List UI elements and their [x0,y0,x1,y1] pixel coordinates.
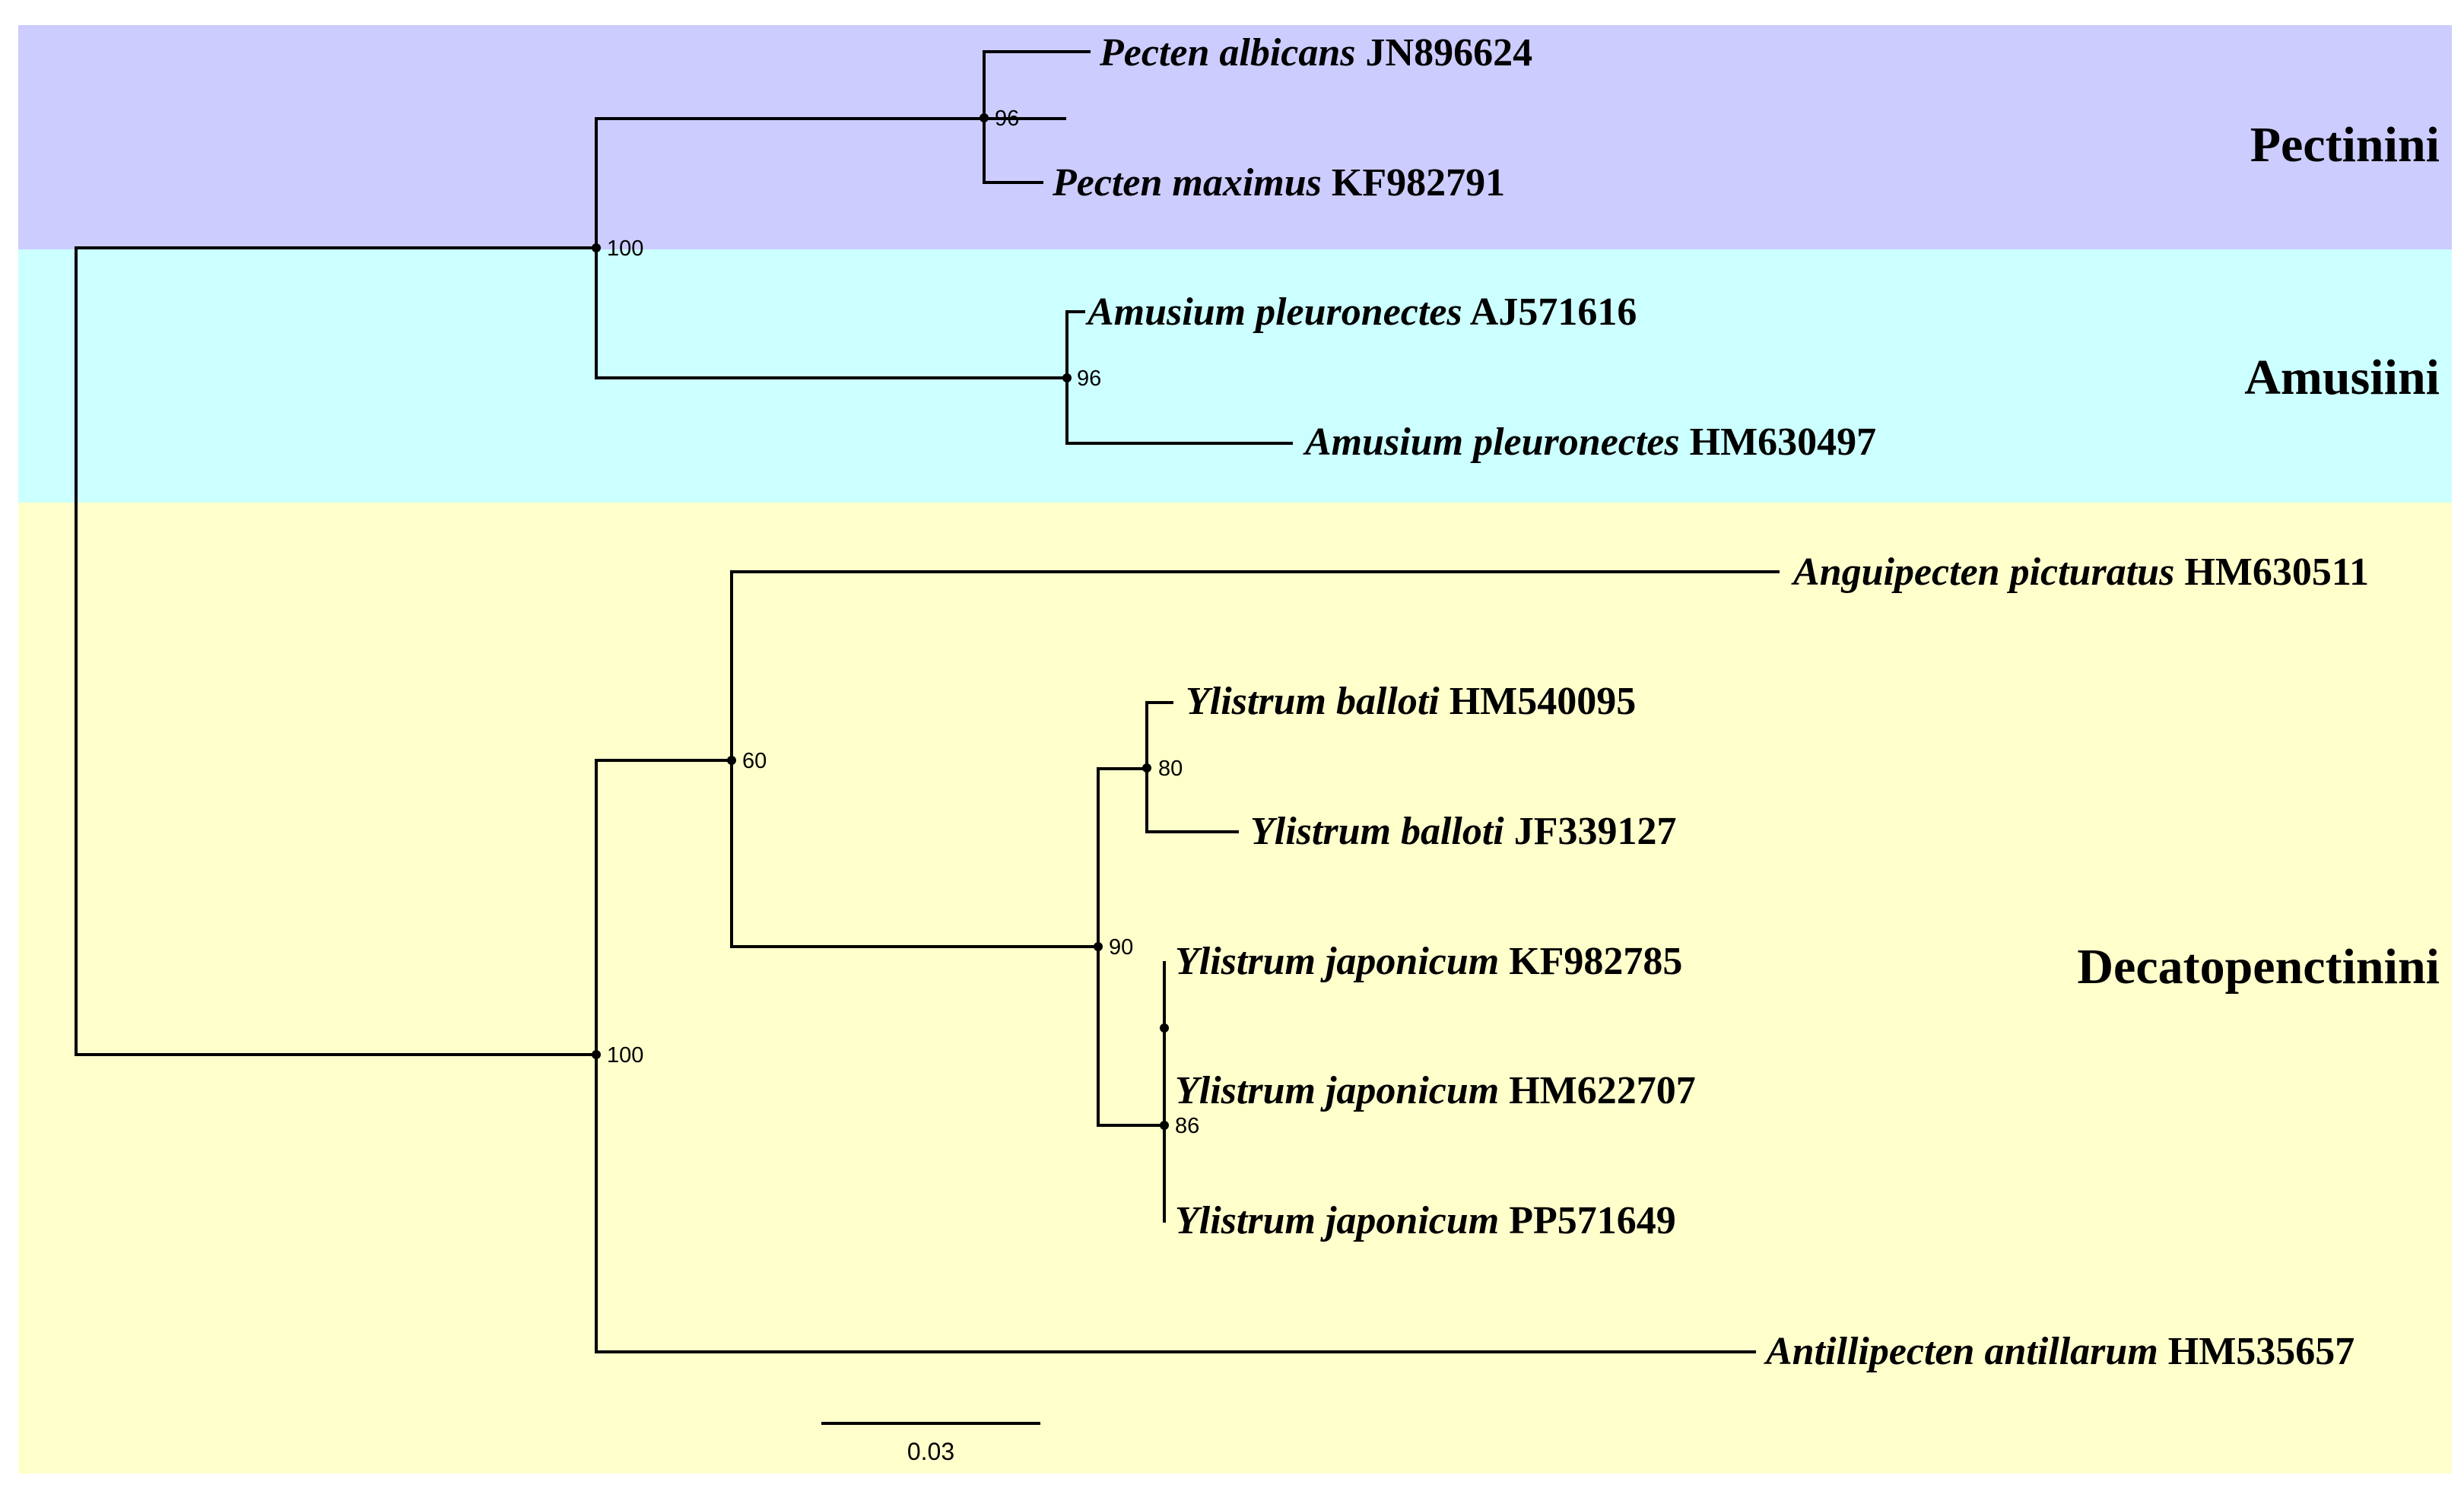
support-value-decatopenctinini: 100 [607,1043,643,1068]
node-dot [1160,1121,1169,1130]
clade-label-amusiini: Amusiini [2244,350,2440,405]
clade-label-pectinini: Pectinini [2250,117,2440,173]
support-value-pectinini-amusiini: 100 [607,236,643,261]
node-dot [592,1050,601,1059]
scale-bar: 0.03 [821,1422,1040,1465]
support-value-ylistrum: 90 [1109,935,1133,960]
node-dot [1062,373,1072,382]
taxon-label: Antillipecten antillarum HM535657 [1764,1330,2354,1373]
taxon-labels: Pecten albicans JN896624 Pecten maximus … [1052,31,2369,1373]
taxon-label: Anguipecten picturatus HM630511 [1791,550,2369,594]
node-dot [1160,1023,1169,1033]
node-dot [727,756,736,765]
node-dot [1094,942,1103,951]
support-value-pecten: 96 [995,106,1019,131]
clade-band-pectinini [18,25,2452,249]
node-dot [592,243,601,252]
clade-band-decatopenctinini [18,503,2452,1474]
taxon-label: Amusium pleuronectes HM630497 [1303,420,1876,464]
clade-labels: Pectinini Amusiini Decatopenctinini [2077,117,2440,995]
support-value-amusium: 96 [1077,366,1101,391]
taxon-label: Ylistrum japonicum PP571649 [1175,1199,1676,1242]
taxon-label: Amusium pleuronectes AJ571616 [1085,290,1637,334]
taxon-label: Pecten maximus KF982791 [1052,161,1505,205]
support-values: 96 100 96 100 60 90 80 86 [607,106,1199,1138]
tree-nodes [592,113,1169,1130]
taxon-label: Ylistrum japonicum HM622707 [1175,1069,1696,1112]
node-dot [980,113,989,122]
taxon-label: Pecten albicans JN896624 [1099,31,1532,75]
scale-bar-label: 0.03 [907,1438,954,1465]
clade-band-amusiini [18,249,2452,503]
taxon-label: Ylistrum japonicum KF982785 [1175,940,1682,983]
clade-label-decatopenctinini: Decatopenctinini [2077,939,2440,995]
support-value-anguipecten-ylistrum: 60 [742,749,767,773]
support-value-ylistrum-japonicum: 86 [1175,1114,1199,1138]
taxon-label: Ylistrum balloti HM540095 [1186,680,1636,723]
support-value-ylistrum-balloti: 80 [1158,757,1183,781]
node-dot [1142,763,1151,773]
branch-root [75,246,598,1056]
taxon-label: Ylistrum balloti JF339127 [1250,810,1677,853]
